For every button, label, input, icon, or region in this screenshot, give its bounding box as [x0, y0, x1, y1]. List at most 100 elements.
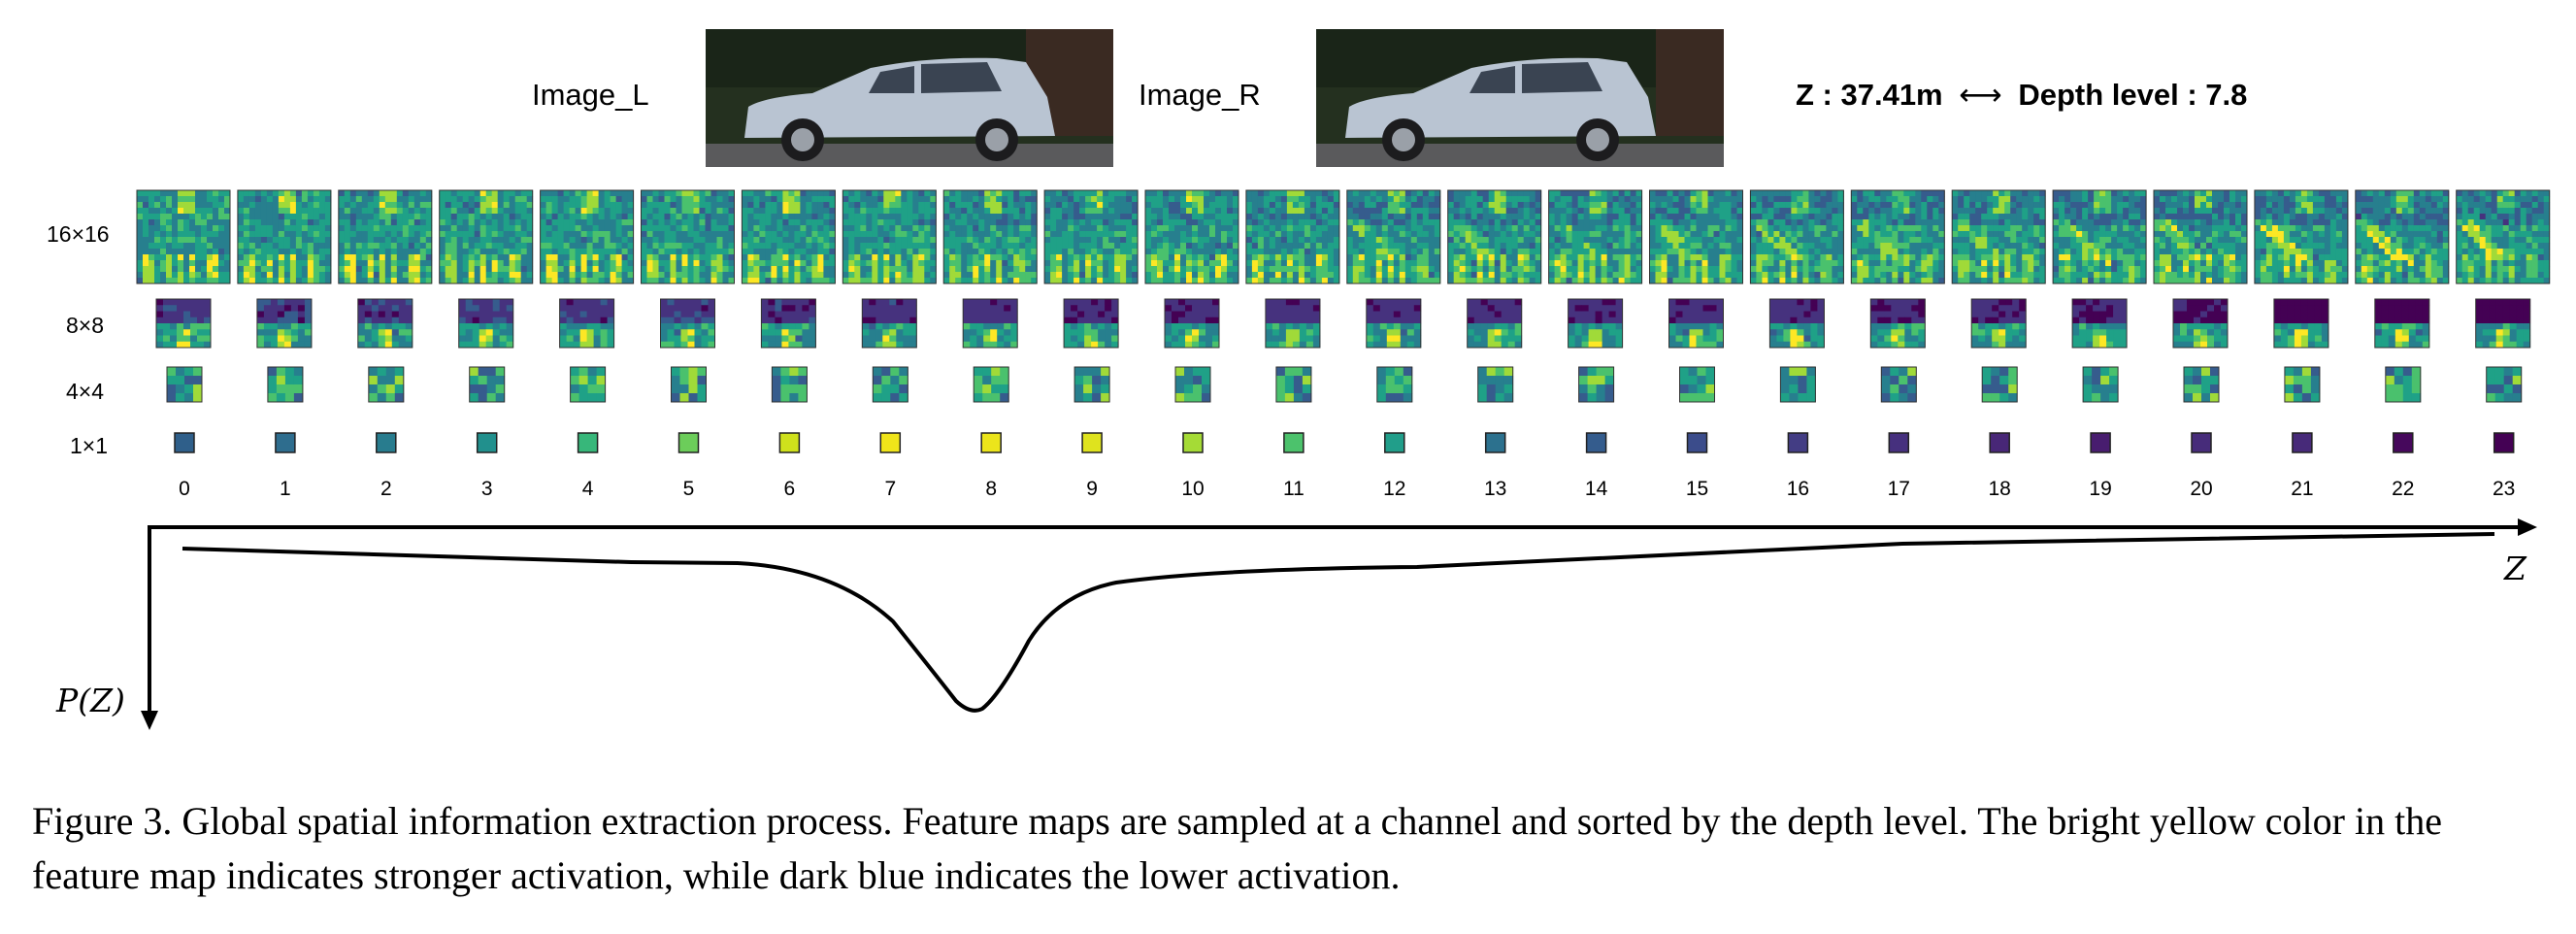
- activation-1x1-cell: [1182, 432, 1204, 453]
- feature-map-4x4: [973, 366, 1009, 403]
- feature-map-16x16: [439, 189, 534, 284]
- activation-1x1-cell: [778, 432, 801, 453]
- feature-map-4x4: [1779, 366, 1816, 403]
- image-left-label: Image_L: [532, 78, 649, 112]
- feature-map-16x16: [540, 189, 635, 284]
- feature-map-16x16: [2456, 189, 2551, 284]
- feature-map-16x16: [842, 189, 937, 284]
- activation-1x1-cell: [2493, 432, 2515, 453]
- depth-index-label: 17: [1887, 478, 1910, 500]
- z-value: Z : 37.41m: [1796, 78, 1943, 112]
- activation-1x1-cell: [879, 432, 902, 453]
- depth-index-label: 15: [1685, 478, 1709, 500]
- feature-map-8x8: [2172, 298, 2229, 349]
- feature-map-4x4: [1981, 366, 2018, 403]
- activation-1x1-cell: [476, 432, 498, 453]
- feature-map-8x8: [962, 298, 1018, 349]
- pz-axis-label-text: P(Z): [56, 682, 125, 719]
- feature-map-4x4: [671, 366, 707, 403]
- activation-1x1-cell: [2191, 432, 2212, 453]
- feature-map-4x4: [1477, 366, 1514, 403]
- feature-map-4x4: [1880, 366, 1917, 403]
- activation-1x1-cell: [1484, 432, 1506, 453]
- car-image-right: [1316, 29, 1724, 167]
- feature-map-16x16: [641, 189, 735, 284]
- feature-map-16x16: [1043, 189, 1139, 284]
- depth-index-label: 4: [581, 478, 594, 500]
- depth-index-label: 16: [1786, 478, 1810, 500]
- depth-index-label: 7: [884, 478, 897, 500]
- feature-map-8x8: [1568, 298, 1624, 349]
- feature-map-8x8: [2273, 298, 2329, 349]
- depth-index-label: 6: [783, 478, 796, 500]
- feature-map-4x4: [1275, 366, 1312, 403]
- feature-map-8x8: [1265, 298, 1321, 349]
- depth-readout: Z : 37.41m ⟷ Depth level : 7.8: [1796, 78, 2247, 113]
- feature-map-16x16: [741, 189, 836, 284]
- depth-index-label: 0: [179, 478, 190, 500]
- feature-map-4x4: [368, 366, 405, 403]
- image-right-photo: [1316, 29, 1724, 167]
- depth-index-label: 20: [2190, 478, 2213, 500]
- feature-map-8x8: [1063, 298, 1119, 349]
- feature-map-4x4: [2082, 366, 2119, 403]
- feature-map-4x4: [2284, 366, 2321, 403]
- car-image-left: [706, 29, 1113, 167]
- activation-1x1-cell: [376, 432, 397, 453]
- feature-map-4x4: [1174, 366, 1211, 403]
- activation-1x1-cell: [677, 432, 700, 453]
- feature-map-16x16: [1245, 189, 1340, 284]
- activation-1x1-cell: [2292, 432, 2313, 453]
- feature-map-16x16: [1548, 189, 1643, 284]
- depth-index-label: 13: [1484, 478, 1507, 500]
- figure-caption: Figure 3. Global spatial information ext…: [32, 799, 2442, 897]
- row-label-16x16: 16×16: [47, 221, 110, 247]
- feature-map-16x16: [237, 189, 332, 284]
- row-label-8x8: 8×8: [66, 313, 105, 338]
- feature-map-16x16: [1649, 189, 1743, 284]
- feature-map-8x8: [1869, 298, 1926, 349]
- feature-map-8x8: [1366, 298, 1422, 349]
- activation-1x1-cell: [275, 432, 296, 453]
- depth-index-label: 22: [2392, 478, 2415, 500]
- feature-map-16x16: [1951, 189, 2046, 284]
- feature-map-8x8: [2475, 298, 2531, 349]
- feature-map-grid: [136, 189, 2551, 453]
- feature-map-16x16: [136, 189, 231, 284]
- activation-1x1-cell: [577, 432, 599, 453]
- depth-distribution-plot: [141, 518, 2537, 730]
- feature-map-4x4: [267, 366, 304, 403]
- activation-1x1-cell: [1585, 432, 1607, 453]
- activation-1x1-cell: [1384, 432, 1405, 453]
- feature-map-16x16: [2254, 189, 2349, 284]
- activation-1x1-cell: [1989, 432, 2010, 453]
- depth-index-label: 18: [1988, 478, 2011, 500]
- depth-index-label: 19: [2089, 478, 2112, 500]
- depth-index-label: 21: [2291, 478, 2314, 500]
- feature-map-16x16: [1749, 189, 1844, 284]
- feature-map-4x4: [872, 366, 908, 403]
- depth-index-label: 2: [380, 478, 392, 500]
- feature-map-4x4: [166, 366, 203, 403]
- feature-map-8x8: [559, 298, 615, 349]
- pz-axis-label: P(Z): [56, 682, 125, 719]
- feature-map-4x4: [469, 366, 506, 403]
- activation-1x1-cell: [174, 432, 195, 453]
- activation-1x1-cell: [2393, 432, 2414, 453]
- activation-1x1-cell: [1283, 432, 1305, 453]
- activation-1x1-cell: [1081, 432, 1103, 453]
- depth-index-label: 5: [682, 478, 695, 500]
- depth-index-label: 3: [480, 478, 493, 500]
- depth-index-label: 12: [1383, 478, 1406, 500]
- feature-map-4x4: [1073, 366, 1110, 403]
- row-label-1x1: 1×1: [70, 433, 109, 458]
- feature-map-4x4: [1578, 366, 1615, 403]
- feature-map-8x8: [1970, 298, 2027, 349]
- z-axis-arrowhead-icon: [2518, 518, 2537, 536]
- depth-index-label: 8: [985, 478, 998, 500]
- double-arrow-icon: ⟷: [1959, 78, 2002, 113]
- z-axis-label: Z: [2504, 550, 2526, 587]
- feature-map-8x8: [357, 298, 413, 349]
- activation-1x1-cell: [1787, 432, 1809, 453]
- feature-map-8x8: [1467, 298, 1523, 349]
